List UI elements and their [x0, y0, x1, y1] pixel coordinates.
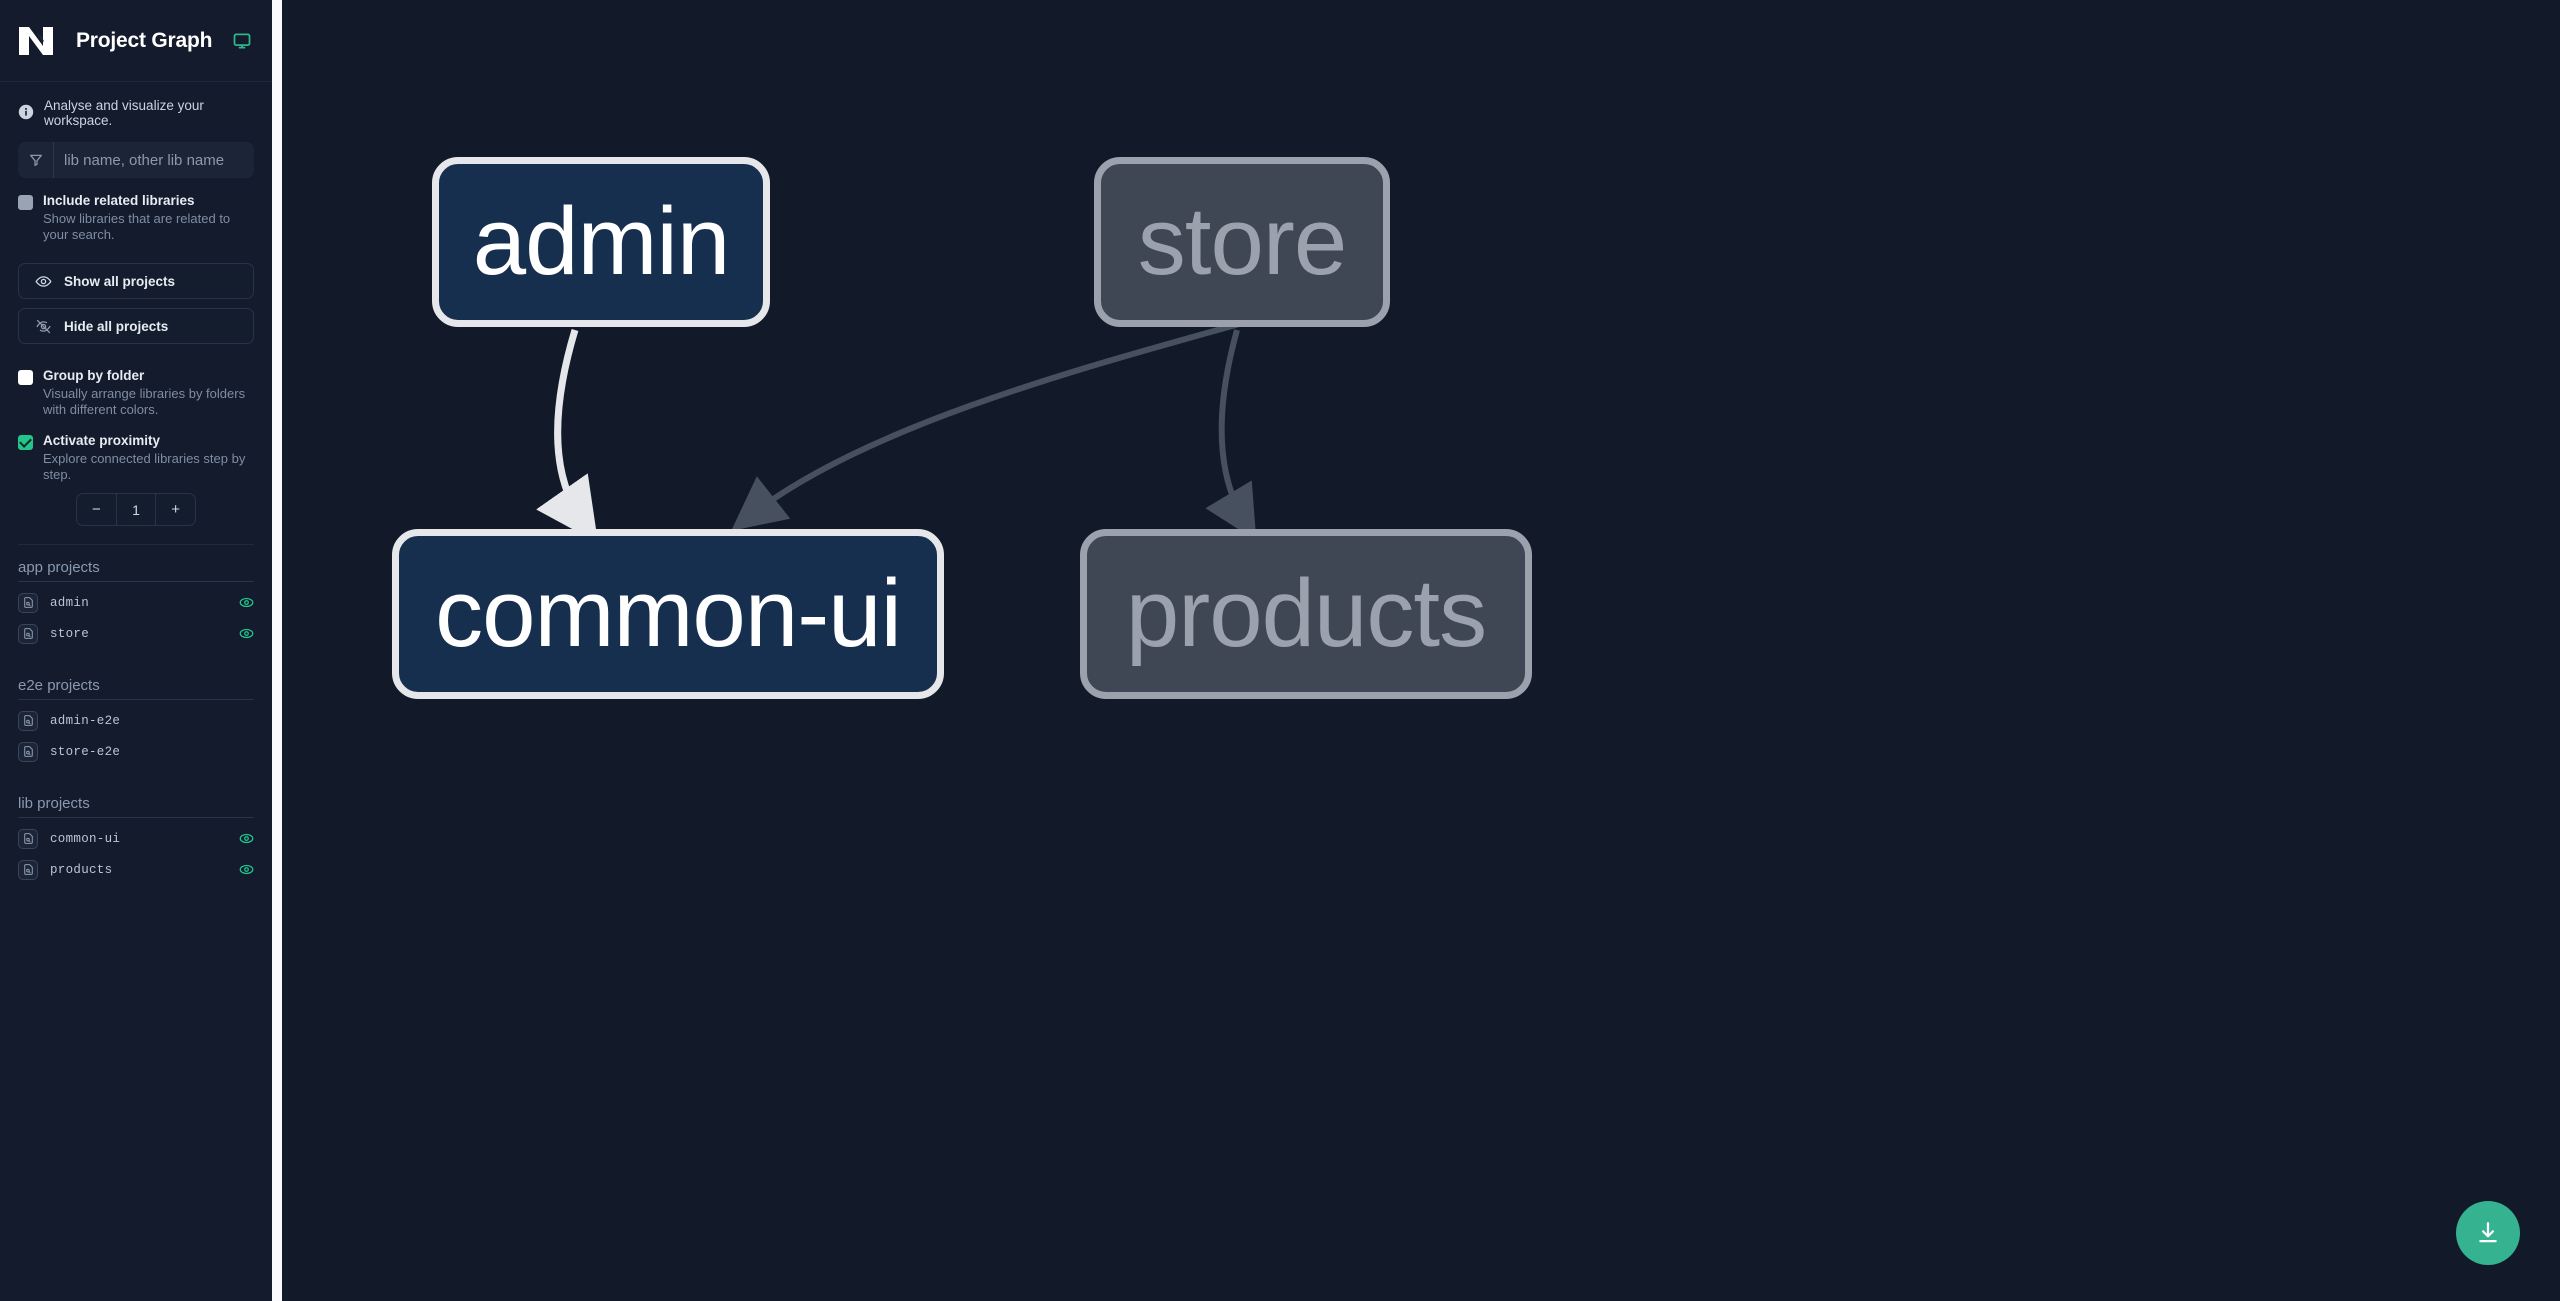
option-group-by-folder[interactable]: Group by folder Visually arrange librari… — [18, 363, 254, 428]
project-group-app: app projects admin — [18, 545, 254, 649]
graph-node-admin[interactable]: admin — [432, 157, 770, 327]
project-groups: app projects admin — [0, 545, 272, 885]
nx-logo-icon — [16, 21, 62, 61]
project-name: store — [50, 626, 90, 641]
project-file-icon — [18, 741, 38, 762]
edge-admin-to-common-ui — [536, 328, 599, 543]
project-visibility-eye-icon[interactable] — [238, 595, 254, 610]
project-group-label: app projects — [18, 545, 254, 582]
info-icon — [18, 104, 34, 123]
search-input[interactable] — [54, 142, 254, 178]
project-file-icon — [18, 828, 38, 849]
project-item-admin[interactable]: admin — [18, 587, 254, 618]
project-group-label: e2e projects — [18, 663, 254, 700]
download-graph-button[interactable] — [2456, 1201, 2520, 1265]
graph-canvas[interactable]: admin store common-ui products — [282, 0, 2560, 1301]
sidebar-header: Project Graph — [0, 0, 272, 82]
sidebar-resize-handle[interactable] — [272, 0, 282, 1301]
project-group-label: lib projects — [18, 781, 254, 818]
page-title: Project Graph — [76, 28, 213, 52]
edge-store-to-common-ui — [731, 309, 1283, 531]
option-title: Group by folder — [43, 368, 145, 383]
activate-proximity-checkbox[interactable] — [18, 435, 33, 450]
edge-store-to-products — [1205, 329, 1257, 541]
download-icon — [2475, 1220, 2501, 1246]
group-by-folder-checkbox[interactable] — [18, 370, 33, 385]
project-file-icon — [18, 592, 38, 613]
option-title: Activate proximity — [43, 433, 161, 448]
graph-node-products[interactable]: products — [1080, 529, 1532, 699]
eye-off-icon — [35, 318, 52, 335]
tagline-text: Analyse and visualize your workspace. — [44, 98, 204, 128]
graph-node-label: admin — [472, 188, 730, 295]
option-include-related-libraries[interactable]: Include related libraries Show libraries… — [18, 188, 254, 253]
project-visibility-eye-icon[interactable] — [238, 626, 254, 641]
project-item-store-e2e[interactable]: store-e2e — [18, 736, 254, 767]
project-item-common-ui[interactable]: common-ui — [18, 823, 254, 854]
sidebar-controls: Include related libraries Show libraries… — [0, 142, 272, 545]
graph-node-label: store — [1137, 188, 1347, 295]
project-group-lib: lib projects common-ui — [18, 781, 254, 885]
graph-edges — [536, 309, 1283, 543]
show-all-projects-button[interactable]: Show all projects — [18, 263, 254, 299]
filter-funnel-icon — [18, 142, 54, 178]
option-title: Include related libraries — [43, 193, 195, 208]
hide-all-projects-label: Hide all projects — [64, 318, 169, 334]
project-item-admin-e2e[interactable]: admin-e2e — [18, 705, 254, 736]
project-group-e2e: e2e projects admin-e2e — [18, 663, 254, 767]
include-related-libraries-checkbox[interactable] — [18, 195, 33, 210]
graph-node-store[interactable]: store — [1094, 157, 1390, 327]
search-row[interactable] — [18, 142, 254, 178]
monitor-icon[interactable] — [232, 31, 252, 51]
show-all-projects-label: Show all projects — [64, 273, 176, 289]
eye-icon — [35, 273, 52, 290]
project-name: admin-e2e — [50, 713, 121, 728]
tagline: Analyse and visualize your workspace. — [0, 82, 272, 142]
project-file-icon — [18, 710, 38, 731]
project-visibility-eye-icon[interactable] — [238, 862, 254, 877]
project-name: admin — [50, 595, 90, 610]
sidebar-divider — [18, 544, 254, 545]
option-description: Show libraries that are related to your … — [43, 211, 231, 242]
graph-node-label: products — [1125, 560, 1487, 667]
project-item-products[interactable]: products — [18, 854, 254, 885]
project-visibility-eye-icon[interactable] — [238, 831, 254, 846]
project-name: store-e2e — [50, 744, 121, 759]
proximity-stepper[interactable]: − 1 + — [76, 493, 196, 526]
graph-node-label: common-ui — [435, 560, 902, 667]
project-file-icon — [18, 859, 38, 880]
proximity-value: 1 — [115, 494, 156, 525]
sidebar: Project Graph Analyse and visualize your… — [0, 0, 272, 1301]
project-name: products — [50, 862, 113, 877]
proximity-increment-button[interactable]: + — [155, 494, 195, 525]
proximity-decrement-button[interactable]: − — [91, 501, 101, 518]
option-activate-proximity[interactable]: Activate proximity Explore connected lib… — [18, 428, 254, 483]
project-name: common-ui — [50, 831, 121, 846]
graph-node-common-ui[interactable]: common-ui — [392, 529, 944, 699]
hide-all-projects-button[interactable]: Hide all projects — [18, 308, 254, 344]
option-description: Explore connected libraries step by step… — [43, 451, 246, 482]
project-item-store[interactable]: store — [18, 618, 254, 649]
option-description: Visually arrange libraries by folders wi… — [43, 386, 246, 417]
project-file-icon — [18, 623, 38, 644]
